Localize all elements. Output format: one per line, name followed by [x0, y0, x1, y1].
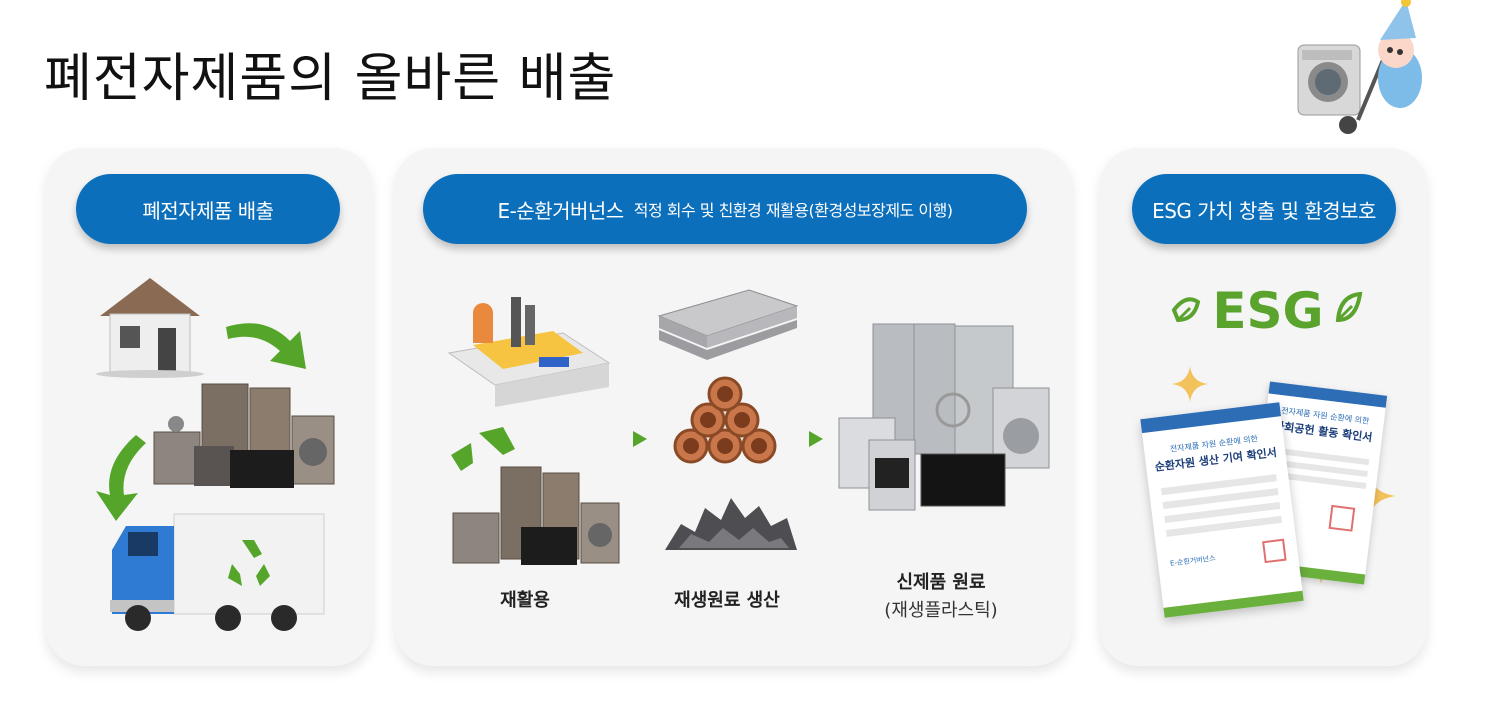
old-appliances-image	[153, 383, 335, 488]
esg-logo-text: ESG	[1212, 282, 1323, 340]
esg-pill: ESG 가치 창출 및 환경보호	[1132, 174, 1396, 244]
disposal-pill-label: 폐전자제품 배출	[142, 198, 274, 223]
governance-pill-sub: 적정 회수 및 친환경 재활용(환경성보장제도 이행)	[633, 201, 953, 220]
step-arrow-1-icon	[633, 431, 647, 447]
esg-card: ESG 가치 창출 및 환경보호 ESG 전자제품 자원 순환에 의한 사회공헌…	[1100, 148, 1427, 666]
certificate-front-footer: E-순환거버넌스	[1169, 554, 1216, 568]
disposal-card: 폐전자제품 배출	[46, 148, 372, 666]
step-product-subcaption: (재생플라스틱)	[884, 600, 998, 621]
step-product-caption: 신제품 원료	[896, 572, 986, 593]
step-arrow-2-icon	[809, 431, 823, 447]
certificate-front: 전자제품 자원 순환에 의한 순환자원 생산 기여 확인서 E-순환거버넌스	[1140, 402, 1304, 618]
arrow-left-down-icon	[96, 435, 146, 521]
metal-sheets-image	[657, 289, 799, 360]
esg-logo: ESG	[1171, 282, 1363, 340]
new-appliances-image	[838, 323, 1050, 511]
page-title: 폐전자제품의 올바른 배출	[44, 49, 617, 109]
scrap-pile-image	[665, 498, 797, 550]
governance-pill-main: E-순환거버넌스	[497, 198, 624, 223]
step-material-caption: 재생원료 생산	[674, 590, 780, 611]
mascot-illustration	[1297, 0, 1422, 134]
recycle-appliances-image	[451, 427, 620, 565]
governance-pill: E-순환거버넌스 적정 회수 및 친환경 재활용(환경성보장제도 이행)	[423, 174, 1027, 244]
factory-image	[447, 297, 611, 407]
disposal-pill: 폐전자제품 배출	[76, 174, 340, 244]
copper-pipes-image	[673, 376, 777, 464]
house-icon	[96, 278, 204, 378]
governance-card: E-순환거버넌스 적정 회수 및 친환경 재활용(환경성보장제도 이행)	[395, 148, 1072, 666]
step-recycle-caption: 재활용	[500, 590, 550, 611]
recycling-truck-image	[110, 513, 325, 631]
esg-pill-label: ESG 가치 창출 및 환경보호	[1152, 198, 1376, 223]
sparkle-icon	[1172, 366, 1208, 402]
arrow-right-down-icon	[226, 323, 306, 369]
seal-stamp	[1262, 538, 1287, 564]
